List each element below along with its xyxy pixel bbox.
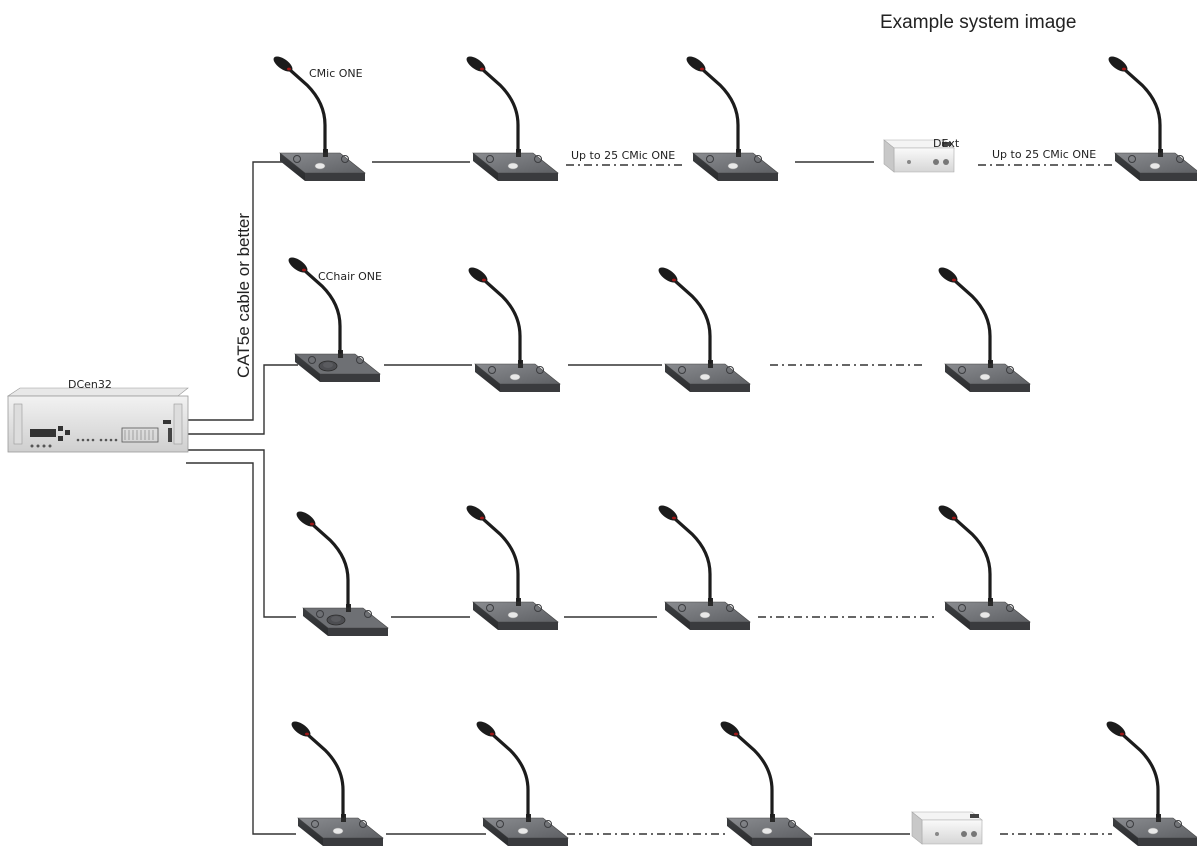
cmic-one-unit (462, 500, 560, 632)
cable-label: CAT5e cable or better (234, 212, 253, 378)
cable-chain-1-trunk (186, 161, 287, 421)
up-to-25-label-2: Up to 25 CMic ONE (992, 148, 1097, 161)
cmic-one-label: CMic ONE (309, 67, 363, 80)
cmic-one-unit (462, 51, 560, 183)
cmic-one-unit (464, 262, 562, 394)
cmic-one-unit (1104, 51, 1197, 183)
cmic-one-unit (654, 262, 752, 394)
cmic-one-unit (682, 51, 780, 183)
cable-chain-2-trunk (186, 364, 298, 435)
diagram-title: Example system image (880, 12, 1077, 33)
cmic-one-unit (1102, 716, 1197, 848)
dcen32-central-unit (7, 387, 189, 453)
cmic-one-unit (934, 262, 1032, 394)
cmic-one-unit (654, 500, 752, 632)
dcen32-label: DCen32 (68, 378, 112, 391)
cmic-one-unit (472, 716, 570, 848)
cmic-one-unit (716, 716, 814, 848)
cmic-one-unit (934, 500, 1032, 632)
cables (186, 161, 1116, 835)
cmic-one-unit (287, 716, 385, 848)
cable-chain-4-trunk (186, 462, 296, 835)
cchair-one-unit (292, 506, 390, 638)
cchair-one-label: CChair ONE (318, 270, 382, 283)
cable-chain-3-trunk (186, 449, 296, 618)
dext-extender (911, 811, 983, 845)
up-to-25-label-1: Up to 25 CMic ONE (571, 149, 676, 162)
dext-label: DExt (933, 137, 960, 150)
